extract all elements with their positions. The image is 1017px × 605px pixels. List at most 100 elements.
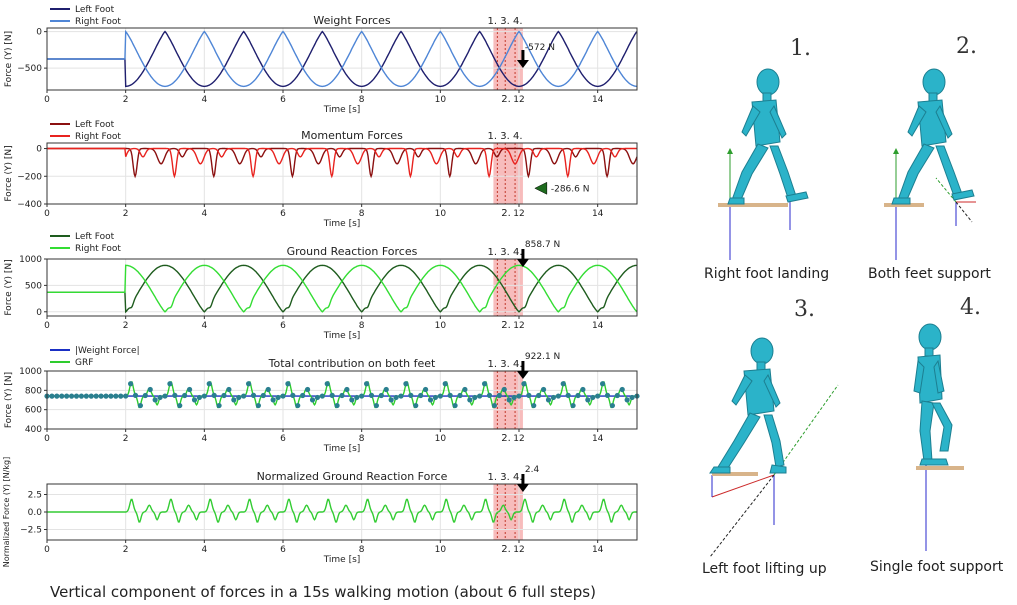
data-point <box>540 386 547 393</box>
data-point <box>590 394 596 401</box>
legend-label: |Weight Force| <box>75 346 140 356</box>
annotation-arrow <box>534 181 548 195</box>
legend-label: Right Foot <box>75 244 121 254</box>
phase-marker-label: 2. <box>501 208 511 219</box>
x-axis-label: Time [s] <box>323 555 361 565</box>
data-point <box>275 394 281 401</box>
y-axis-label: Force (Y) [N] <box>4 372 14 428</box>
data-point <box>285 381 291 387</box>
x-tick-label: 6 <box>280 209 286 219</box>
data-point <box>49 393 55 399</box>
data-point <box>132 392 139 398</box>
phase-marker-label: 2. <box>501 320 511 331</box>
mannequin <box>727 68 809 205</box>
data-point <box>231 397 237 403</box>
data-point <box>393 394 399 401</box>
plot-frame <box>46 370 638 430</box>
mannequin <box>891 68 975 205</box>
annotation-arrowhead <box>516 60 529 68</box>
walking-figure-illustration <box>913 323 964 551</box>
x-tick-label: 10 <box>435 95 447 105</box>
chart-title: Ground Reaction Forces <box>287 245 418 258</box>
data-point <box>172 392 178 398</box>
series-line-left-foot <box>47 147 638 179</box>
y-tick-label: −500 <box>17 64 42 74</box>
data-point <box>614 392 620 399</box>
data-point <box>472 394 478 401</box>
data-point <box>250 392 257 398</box>
data-point <box>211 392 217 398</box>
x-tick-label: 8 <box>359 209 365 219</box>
x-tick-label: 12 <box>513 545 524 555</box>
data-point <box>521 381 527 387</box>
data-point <box>113 393 119 399</box>
figure-caption: Vertical component of forces in a 15s wa… <box>50 583 596 601</box>
data-point <box>511 394 517 401</box>
annotation-arrowhead <box>516 259 529 267</box>
walking-figure-illustration <box>718 68 809 260</box>
data-point <box>127 381 134 387</box>
data-point <box>319 393 325 399</box>
data-point <box>536 392 542 399</box>
force-arrows <box>709 384 839 558</box>
y-tick-label: 1000 <box>19 367 42 377</box>
data-point <box>604 392 611 398</box>
data-point <box>452 402 458 409</box>
data-point <box>349 397 355 403</box>
data-point <box>506 397 512 403</box>
data-point <box>442 381 448 387</box>
data-point <box>167 381 173 387</box>
x-tick-label: 12 <box>513 321 524 331</box>
data-point <box>295 402 301 409</box>
data-point <box>609 402 616 409</box>
x-tick-label: 14 <box>592 95 604 105</box>
data-point <box>314 394 321 401</box>
data-point <box>486 392 493 398</box>
data-point <box>619 386 625 393</box>
x-tick-label: 2 <box>123 209 129 219</box>
y-tick-label: −400 <box>17 200 42 210</box>
data-point <box>491 402 498 409</box>
data-point <box>447 392 453 398</box>
data-point <box>123 393 129 399</box>
phase-marker-label: 1. 3. 4. <box>488 472 523 483</box>
x-tick-label: 12 <box>513 209 524 219</box>
force-arrows <box>893 148 976 260</box>
annotation-label: -572 N <box>525 43 555 53</box>
x-tick-label: 6 <box>280 545 286 555</box>
data-point <box>177 402 183 409</box>
x-tick-label: 10 <box>435 321 447 331</box>
data-point <box>196 394 203 401</box>
data-point <box>93 393 99 399</box>
data-point <box>83 393 89 399</box>
data-point <box>221 392 227 399</box>
data-point <box>432 394 439 401</box>
data-point <box>467 397 473 403</box>
data-point <box>241 393 247 399</box>
gait-panel-2: 2. Both feet support <box>860 30 1010 290</box>
x-tick-label: 2 <box>123 321 129 331</box>
panel-caption: Left foot lifting up <box>702 561 827 577</box>
walking-figure-illustration <box>709 337 839 558</box>
panel-number: 4. <box>960 295 981 320</box>
y-tick-label: 0 <box>36 28 42 38</box>
y-axis-label: Force (Y) [N] <box>4 145 14 201</box>
y-tick-label: 500 <box>25 281 42 291</box>
annotation-label: 922.1 N <box>525 352 560 362</box>
panel-caption: Single foot support <box>870 559 1004 575</box>
x-tick-label: 8 <box>359 434 365 444</box>
data-point <box>580 386 586 393</box>
y-tick-label: 0 <box>36 308 42 318</box>
phase-marker-label: 1. 3. 4. <box>488 131 523 142</box>
y-tick-label: 1000 <box>19 255 42 265</box>
plot-frame <box>46 142 638 205</box>
data-point <box>599 381 606 387</box>
phase-highlight-band <box>493 259 523 316</box>
annotation-label: 2.4 <box>525 465 540 475</box>
data-point <box>73 393 80 399</box>
data-point <box>68 393 75 399</box>
legend-label: Left Foot <box>75 120 115 130</box>
x-axis-label: Time [s] <box>323 105 361 115</box>
